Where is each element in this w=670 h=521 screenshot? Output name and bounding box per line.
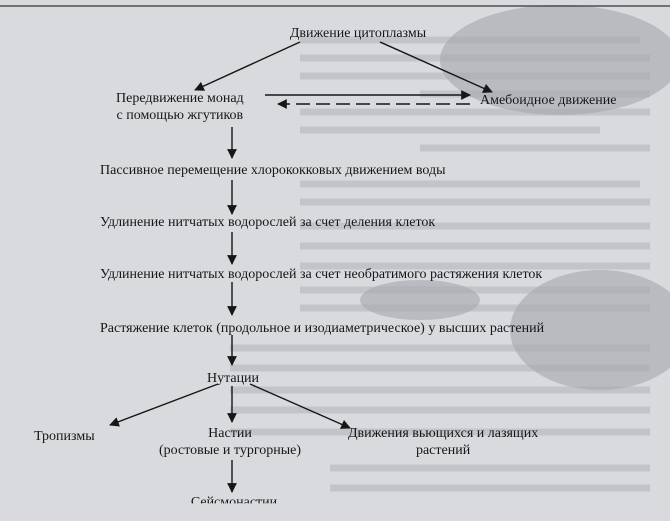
node-passive: Пассивное перемещение хлорококковых движ… [100,163,446,178]
arrow-to-tropisms [109,383,219,427]
node-climbing-line2: растений [415,443,471,458]
page-top-rule [0,5,670,7]
node-tropisms: Тропизмы [34,429,95,444]
arrow-to-climbing [249,383,351,429]
node-seismonasty: Сейсмонастии [190,495,278,510]
node-stretching: Растяжение клеток (продольное и изодиаме… [100,321,545,336]
node-amoeboid: Амебоидное движение [480,93,617,108]
node-nastia-line1: Настии [208,426,252,441]
node-monad-line2: с помощью жгутиков [116,108,244,123]
node-nastia: Настии (ростовые и тургорные) [159,425,301,459]
node-nastia-line2: (ростовые и тургорные) [159,443,301,458]
node-irreversible: Удлинение нитчатых водорослей за счет не… [100,267,543,282]
node-monad-line1: Передвижение монад [116,91,244,106]
node-climbing: Движения вьющихся и лазящих растений [348,425,538,459]
node-root: Движение цитоплазмы [289,26,427,41]
node-monad: Передвижение монад с помощью жгутиков [116,90,244,124]
node-nutations: Нутации [206,371,260,386]
node-climbing-line1: Движения вьющихся и лазящих [348,426,539,441]
arrow-root-amoeboid [379,41,493,93]
arrow-root-monad [194,41,301,91]
node-division: Удлинение нитчатых водорослей за счет де… [100,215,436,230]
